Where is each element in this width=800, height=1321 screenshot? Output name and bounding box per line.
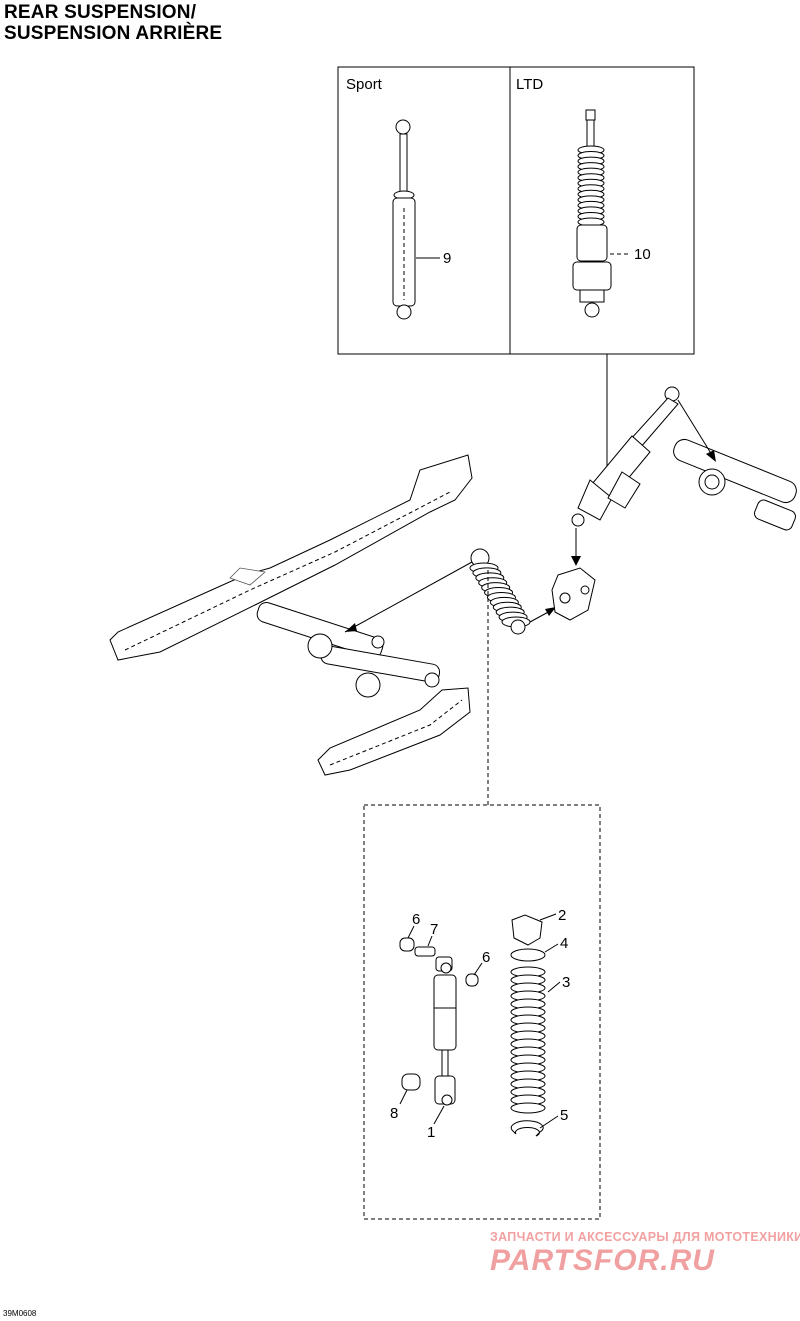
arrow-shock-to-rail bbox=[344, 561, 473, 633]
installed-center-shock bbox=[469, 548, 531, 635]
upper-cross-shaft bbox=[673, 438, 797, 531]
callout-2: 2 bbox=[558, 907, 566, 924]
sport-header: Sport bbox=[346, 76, 383, 93]
title-line-french: SUSPENSION ARRIÈRE bbox=[4, 23, 223, 44]
callout-1: 1 bbox=[427, 1124, 435, 1141]
title-line-english: REAR SUSPENSION/ bbox=[4, 2, 197, 23]
coil-spring bbox=[510, 966, 546, 1114]
callout-5: 5 bbox=[560, 1107, 568, 1124]
shock-variants-inset: Sport LTD 9 10 bbox=[337, 66, 695, 355]
callout-10: 10 bbox=[634, 246, 651, 263]
installed-front-shock bbox=[571, 386, 680, 527]
bushing-upper bbox=[399, 937, 415, 952]
rear-suspension-assembly bbox=[109, 386, 797, 776]
watermark-tagline: ЗАПЧАСТИ И АКСЕССУАРЫ ДЛЯ МОТОТЕХНИКИ bbox=[490, 1230, 800, 1244]
inset-frame bbox=[337, 66, 695, 355]
callout-8: 8 bbox=[390, 1105, 398, 1122]
shock-lower-bracket bbox=[551, 567, 596, 621]
right-slide-rail bbox=[317, 687, 471, 776]
ltd-shock-drawing bbox=[572, 109, 612, 318]
shock-absorber-body bbox=[433, 956, 457, 1106]
shock-exploded-view: 1 2 3 4 5 6 6 7 8 bbox=[363, 804, 601, 1220]
spring-clip bbox=[510, 1120, 544, 1137]
exploded-frame bbox=[363, 804, 601, 1220]
bushing-lower bbox=[401, 1073, 421, 1091]
callout-6-upper: 6 bbox=[412, 911, 420, 928]
callout-3: 3 bbox=[562, 974, 570, 991]
spring-coil bbox=[510, 1102, 546, 1114]
spring-retainer bbox=[511, 914, 543, 946]
spring-ring bbox=[510, 948, 546, 962]
watermark-logo-text: PARTSFOR.RU bbox=[490, 1244, 715, 1277]
drawing-code: 39M0608 bbox=[3, 1309, 37, 1318]
ltd-header: LTD bbox=[516, 76, 543, 93]
diagram-title: REAR SUSPENSION/ SUSPENSION ARRIÈRE bbox=[4, 2, 222, 44]
callout-4: 4 bbox=[560, 935, 568, 952]
callout-9: 9 bbox=[443, 250, 451, 267]
sleeve-upper bbox=[414, 946, 436, 957]
callout-6-side: 6 bbox=[482, 949, 490, 966]
bushing-side bbox=[465, 973, 479, 987]
sport-shock-drawing bbox=[392, 119, 416, 320]
callout-7: 7 bbox=[430, 921, 438, 938]
